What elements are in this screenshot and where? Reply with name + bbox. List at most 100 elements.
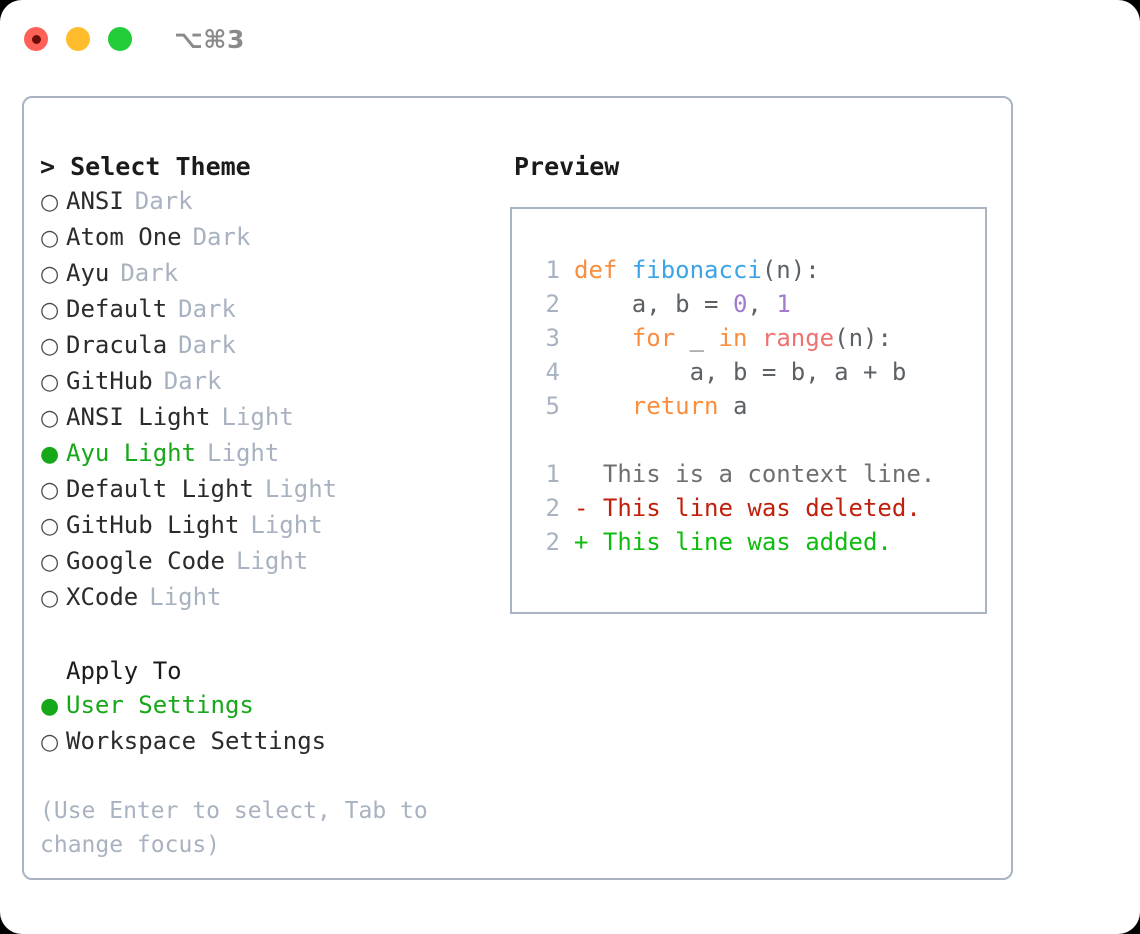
code-token-plain: (n): [761, 256, 820, 284]
theme-option-mode: Dark [163, 367, 222, 395]
code-token-plain: a, b = b, a + b [574, 358, 907, 386]
recording-indicator-icon [31, 34, 41, 44]
theme-option-mode: Dark [178, 295, 236, 323]
apply-to-option-label: User Settings [66, 691, 254, 719]
close-button[interactable] [24, 27, 48, 51]
keyboard-hint: (Use Enter to select, Tab to change focu… [40, 798, 442, 858]
code-line-text: return a [574, 389, 748, 423]
code-line-text: def fibonacci(n): [574, 253, 820, 287]
page-title-label: Select Theme [70, 152, 251, 181]
code-line-text: for _ in range(n): [574, 321, 892, 355]
apply-to-option[interactable]: ○Workspace Settings [40, 724, 510, 760]
code-line: 5 return a [526, 389, 985, 423]
code-token-fn: fibonacci [631, 256, 762, 284]
line-number: 4 [545, 358, 560, 386]
line-number: 2 [545, 290, 560, 318]
theme-option-label: Dracula [66, 331, 168, 359]
diff-line-text-del: - This line was deleted. [574, 494, 921, 522]
code-line: 2 a, b = 0, 1 [526, 287, 985, 321]
theme-option-label: Ayu Light [66, 439, 197, 467]
code-token-kw: in [718, 324, 748, 352]
diff-line: 2 - This line was deleted. [526, 491, 985, 525]
code-line-text: a, b = 0, 1 [574, 287, 791, 321]
theme-option-mode: Light [221, 403, 294, 431]
zoom-button[interactable] [108, 27, 132, 51]
spacer [40, 616, 510, 654]
theme-option-mode: Light [264, 475, 338, 503]
theme-option-label: ANSI Light [66, 403, 211, 431]
radio-selected-icon: ● [40, 694, 60, 719]
theme-option-mode: Dark [134, 187, 193, 215]
radio-unselected-icon: ○ [40, 514, 60, 539]
theme-option-label: Default Light [66, 475, 254, 503]
radio-unselected-icon: ○ [40, 190, 60, 215]
theme-option-mode: Light [235, 547, 309, 575]
code-line-text: a, b = b, a + b [574, 355, 907, 389]
apply-to-option[interactable]: ●User Settings [40, 688, 510, 724]
code-token-kw: def [574, 256, 618, 284]
code-token-plain: (n): [834, 324, 892, 352]
radio-selected-icon: ● [40, 442, 60, 467]
diff-sample: 1 This is a context line. 2 - This line wa… [526, 457, 985, 559]
theme-option-mode: Light [250, 511, 323, 539]
apply-to-list: ●User Settings○Workspace Settings [40, 688, 510, 760]
diff-line-text-ctx: This is a context line. [574, 460, 936, 488]
theme-option-label: XCode [66, 583, 139, 611]
title-bar: ⌥⌘3 [0, 0, 1140, 78]
theme-option-mode: Light [207, 439, 280, 467]
code-token-call: range [761, 324, 835, 352]
code-token-plain: _ [675, 324, 719, 352]
code-token-num: 1 [776, 290, 791, 318]
theme-option[interactable]: ●Ayu Light Light [40, 436, 510, 472]
theme-option-mode: Dark [192, 223, 251, 251]
theme-option-label: Atom One [66, 223, 182, 251]
preview-title: Preview [514, 152, 620, 181]
line-number: 1 [545, 256, 560, 284]
theme-option-label: GitHub [66, 367, 153, 395]
code-token-plain: , [747, 290, 777, 318]
page-title: > Select Theme [40, 150, 510, 184]
radio-unselected-icon: ○ [40, 262, 60, 287]
code-token-plain [747, 324, 761, 352]
line-number: 2 [545, 494, 560, 522]
theme-option-label: Default [66, 295, 168, 323]
theme-option[interactable]: ○GitHub Light Light [40, 508, 510, 544]
code-token-plain: a, b = [574, 290, 733, 318]
radio-unselected-icon: ○ [40, 334, 60, 359]
apply-to-heading: Apply To [66, 657, 182, 685]
theme-option-label: GitHub Light [66, 511, 240, 539]
diff-line-text-add: + This line was added. [574, 528, 892, 556]
line-number: 5 [545, 392, 560, 420]
line-number: 2 [545, 528, 560, 556]
prompt-caret-icon: > [40, 152, 71, 181]
theme-option-mode: Dark [120, 259, 179, 287]
keyboard-shortcut-label: ⌥⌘3 [174, 24, 245, 54]
radio-unselected-icon: ○ [40, 370, 60, 395]
theme-option[interactable]: ○GitHub Dark [40, 364, 510, 400]
code-line: 3 for _ in range(n): [526, 321, 985, 355]
code-token-plain: a [718, 392, 748, 420]
code-line: 4 a, b = b, a + b [526, 355, 985, 389]
radio-unselected-icon: ○ [40, 730, 60, 755]
line-number: 1 [545, 460, 560, 488]
minimize-button[interactable] [66, 27, 90, 51]
diff-line: 1 This is a context line. [526, 457, 985, 491]
code-token-plain [574, 392, 632, 420]
theme-option-label: Google Code [66, 547, 225, 575]
